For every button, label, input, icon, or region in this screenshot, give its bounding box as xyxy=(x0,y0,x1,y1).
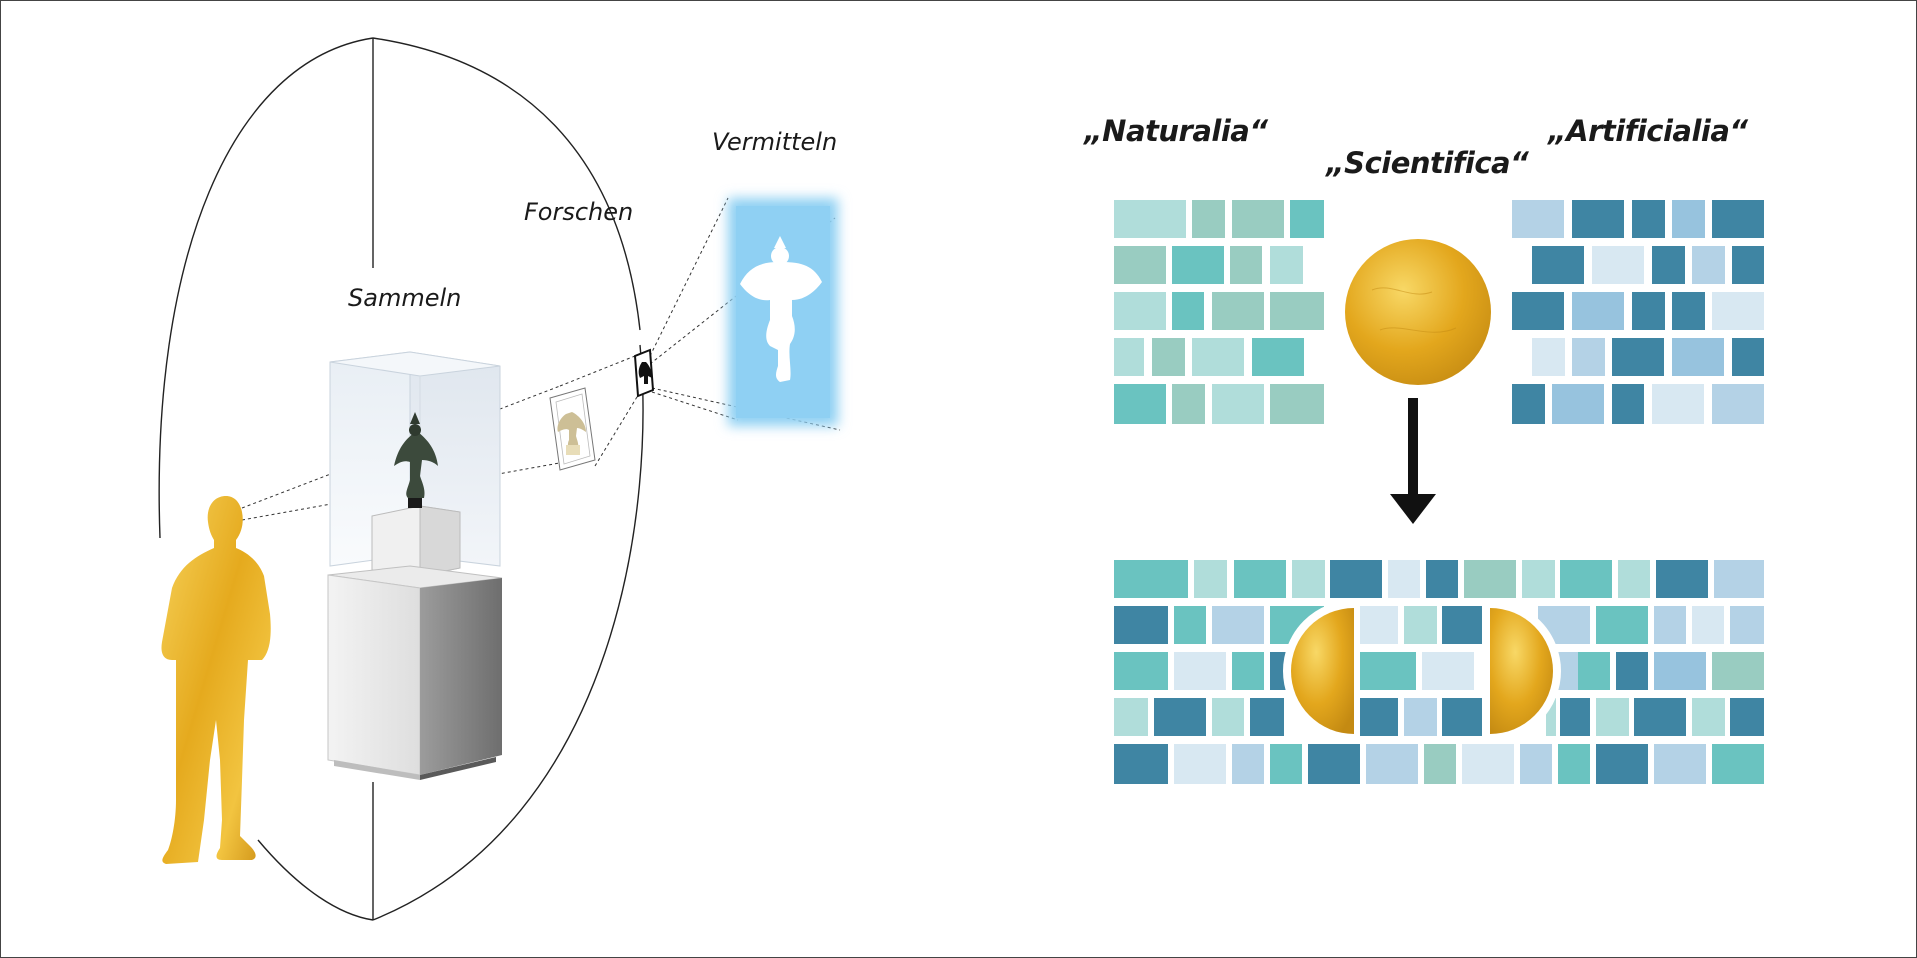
merged-wall xyxy=(1114,560,1764,784)
vitrine xyxy=(327,351,503,780)
sphere-outline-right-lower xyxy=(372,344,644,921)
research-document xyxy=(549,387,596,471)
sphere-outline-right xyxy=(372,37,641,331)
museum-diagram xyxy=(158,37,841,921)
gold-half-right xyxy=(1486,599,1561,743)
down-arrow-icon xyxy=(1390,398,1436,524)
person-silhouette-icon xyxy=(161,496,271,864)
artificialia-bricks xyxy=(1512,200,1764,424)
plinth-base xyxy=(334,760,420,780)
sphere-outline-left xyxy=(158,37,374,539)
naturalia-bricks xyxy=(1114,200,1324,424)
plinth-side xyxy=(420,578,502,775)
gold-half-left xyxy=(1283,599,1358,743)
label-vermitteln: Vermitteln xyxy=(712,128,838,156)
small-frame xyxy=(633,348,655,398)
scientifica-gold-circle xyxy=(1345,239,1491,385)
projected-figure-icon xyxy=(740,236,822,382)
label-artificialia: „Artificialia“ xyxy=(1548,114,1748,148)
label-naturalia: „Naturalia“ xyxy=(1084,114,1268,148)
vitrine-glass-top xyxy=(329,351,501,377)
projection-panel xyxy=(728,198,838,426)
label-scientifica: „Scientifica“ xyxy=(1326,146,1529,180)
label-sammeln: Sammeln xyxy=(348,284,462,312)
garuda-figure-icon xyxy=(394,412,438,508)
label-forschen: Forschen xyxy=(524,198,634,226)
plinth-front xyxy=(327,574,421,776)
collection-wall-diagram xyxy=(1114,200,1764,784)
sphere-outline-bottom xyxy=(257,839,374,921)
